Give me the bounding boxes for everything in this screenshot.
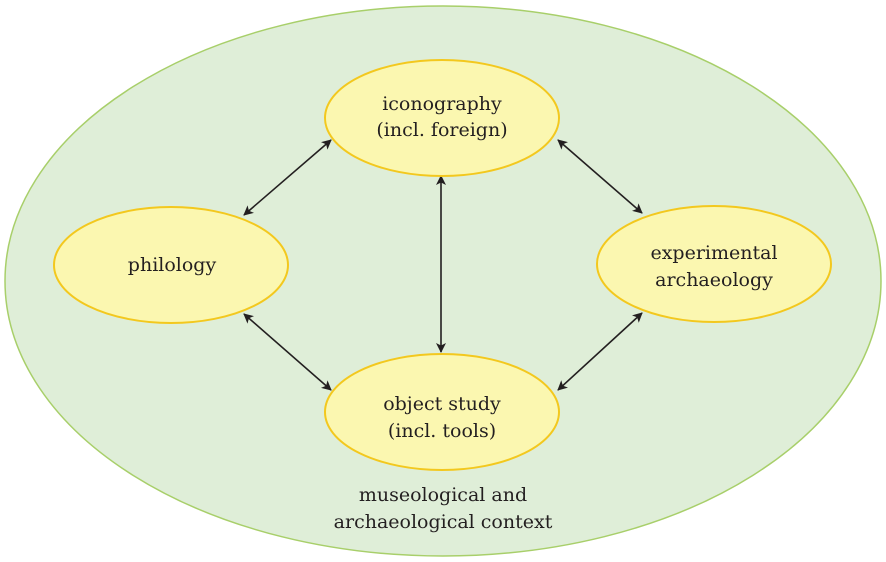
node-object-label-line2: (incl. tools) (388, 420, 496, 442)
connectors (243, 139, 643, 391)
node-philology-label: philology (128, 254, 217, 276)
node-experimental-archaeology: experimental archaeology (596, 205, 832, 323)
node-philology-shape (53, 206, 289, 324)
node-iconography: iconography (incl. foreign) (324, 59, 560, 177)
context-caption-line1: museological and (359, 484, 527, 506)
node-philology: philology (53, 206, 289, 324)
node-iconography-label-line2: (incl. foreign) (376, 119, 507, 141)
node-experimental-shape (596, 205, 832, 323)
node-experimental-label-line2: archaeology (655, 269, 773, 291)
node-object-label-line1: object study (383, 393, 501, 415)
node-iconography-shape (324, 59, 560, 177)
node-object-study: object study (incl. tools) (324, 353, 560, 471)
context-caption: museological and archaeological context (334, 484, 553, 533)
node-iconography-label-line1: iconography (382, 93, 502, 115)
node-experimental-label-line1: experimental (650, 242, 777, 264)
arrow-philology-object (243, 313, 332, 391)
context-caption-line2: archaeological context (334, 511, 553, 533)
node-object-shape (324, 353, 560, 471)
arrow-iconography-experimental (557, 139, 643, 214)
arrow-experimental-object (557, 312, 643, 391)
arrow-iconography-philology (243, 139, 332, 216)
